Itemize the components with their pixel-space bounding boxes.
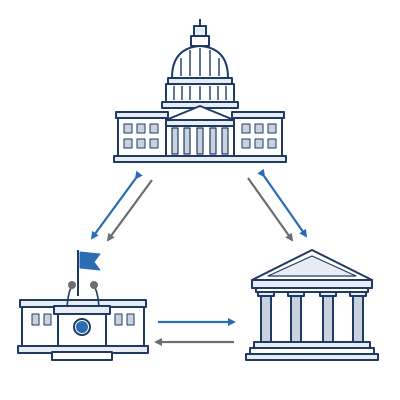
executive-building-icon bbox=[17, 250, 149, 361]
courthouse-columns-icon bbox=[245, 249, 379, 361]
arrow-capitol-to-executive bbox=[90, 170, 143, 240]
arrows bbox=[90, 168, 308, 346]
capitol-building-icon bbox=[113, 19, 287, 163]
arrow-courthouse-to-capitol bbox=[257, 168, 308, 238]
arrow-capitol-to-courthouse bbox=[247, 177, 294, 242]
arrow-executive-to-capitol bbox=[106, 179, 153, 242]
